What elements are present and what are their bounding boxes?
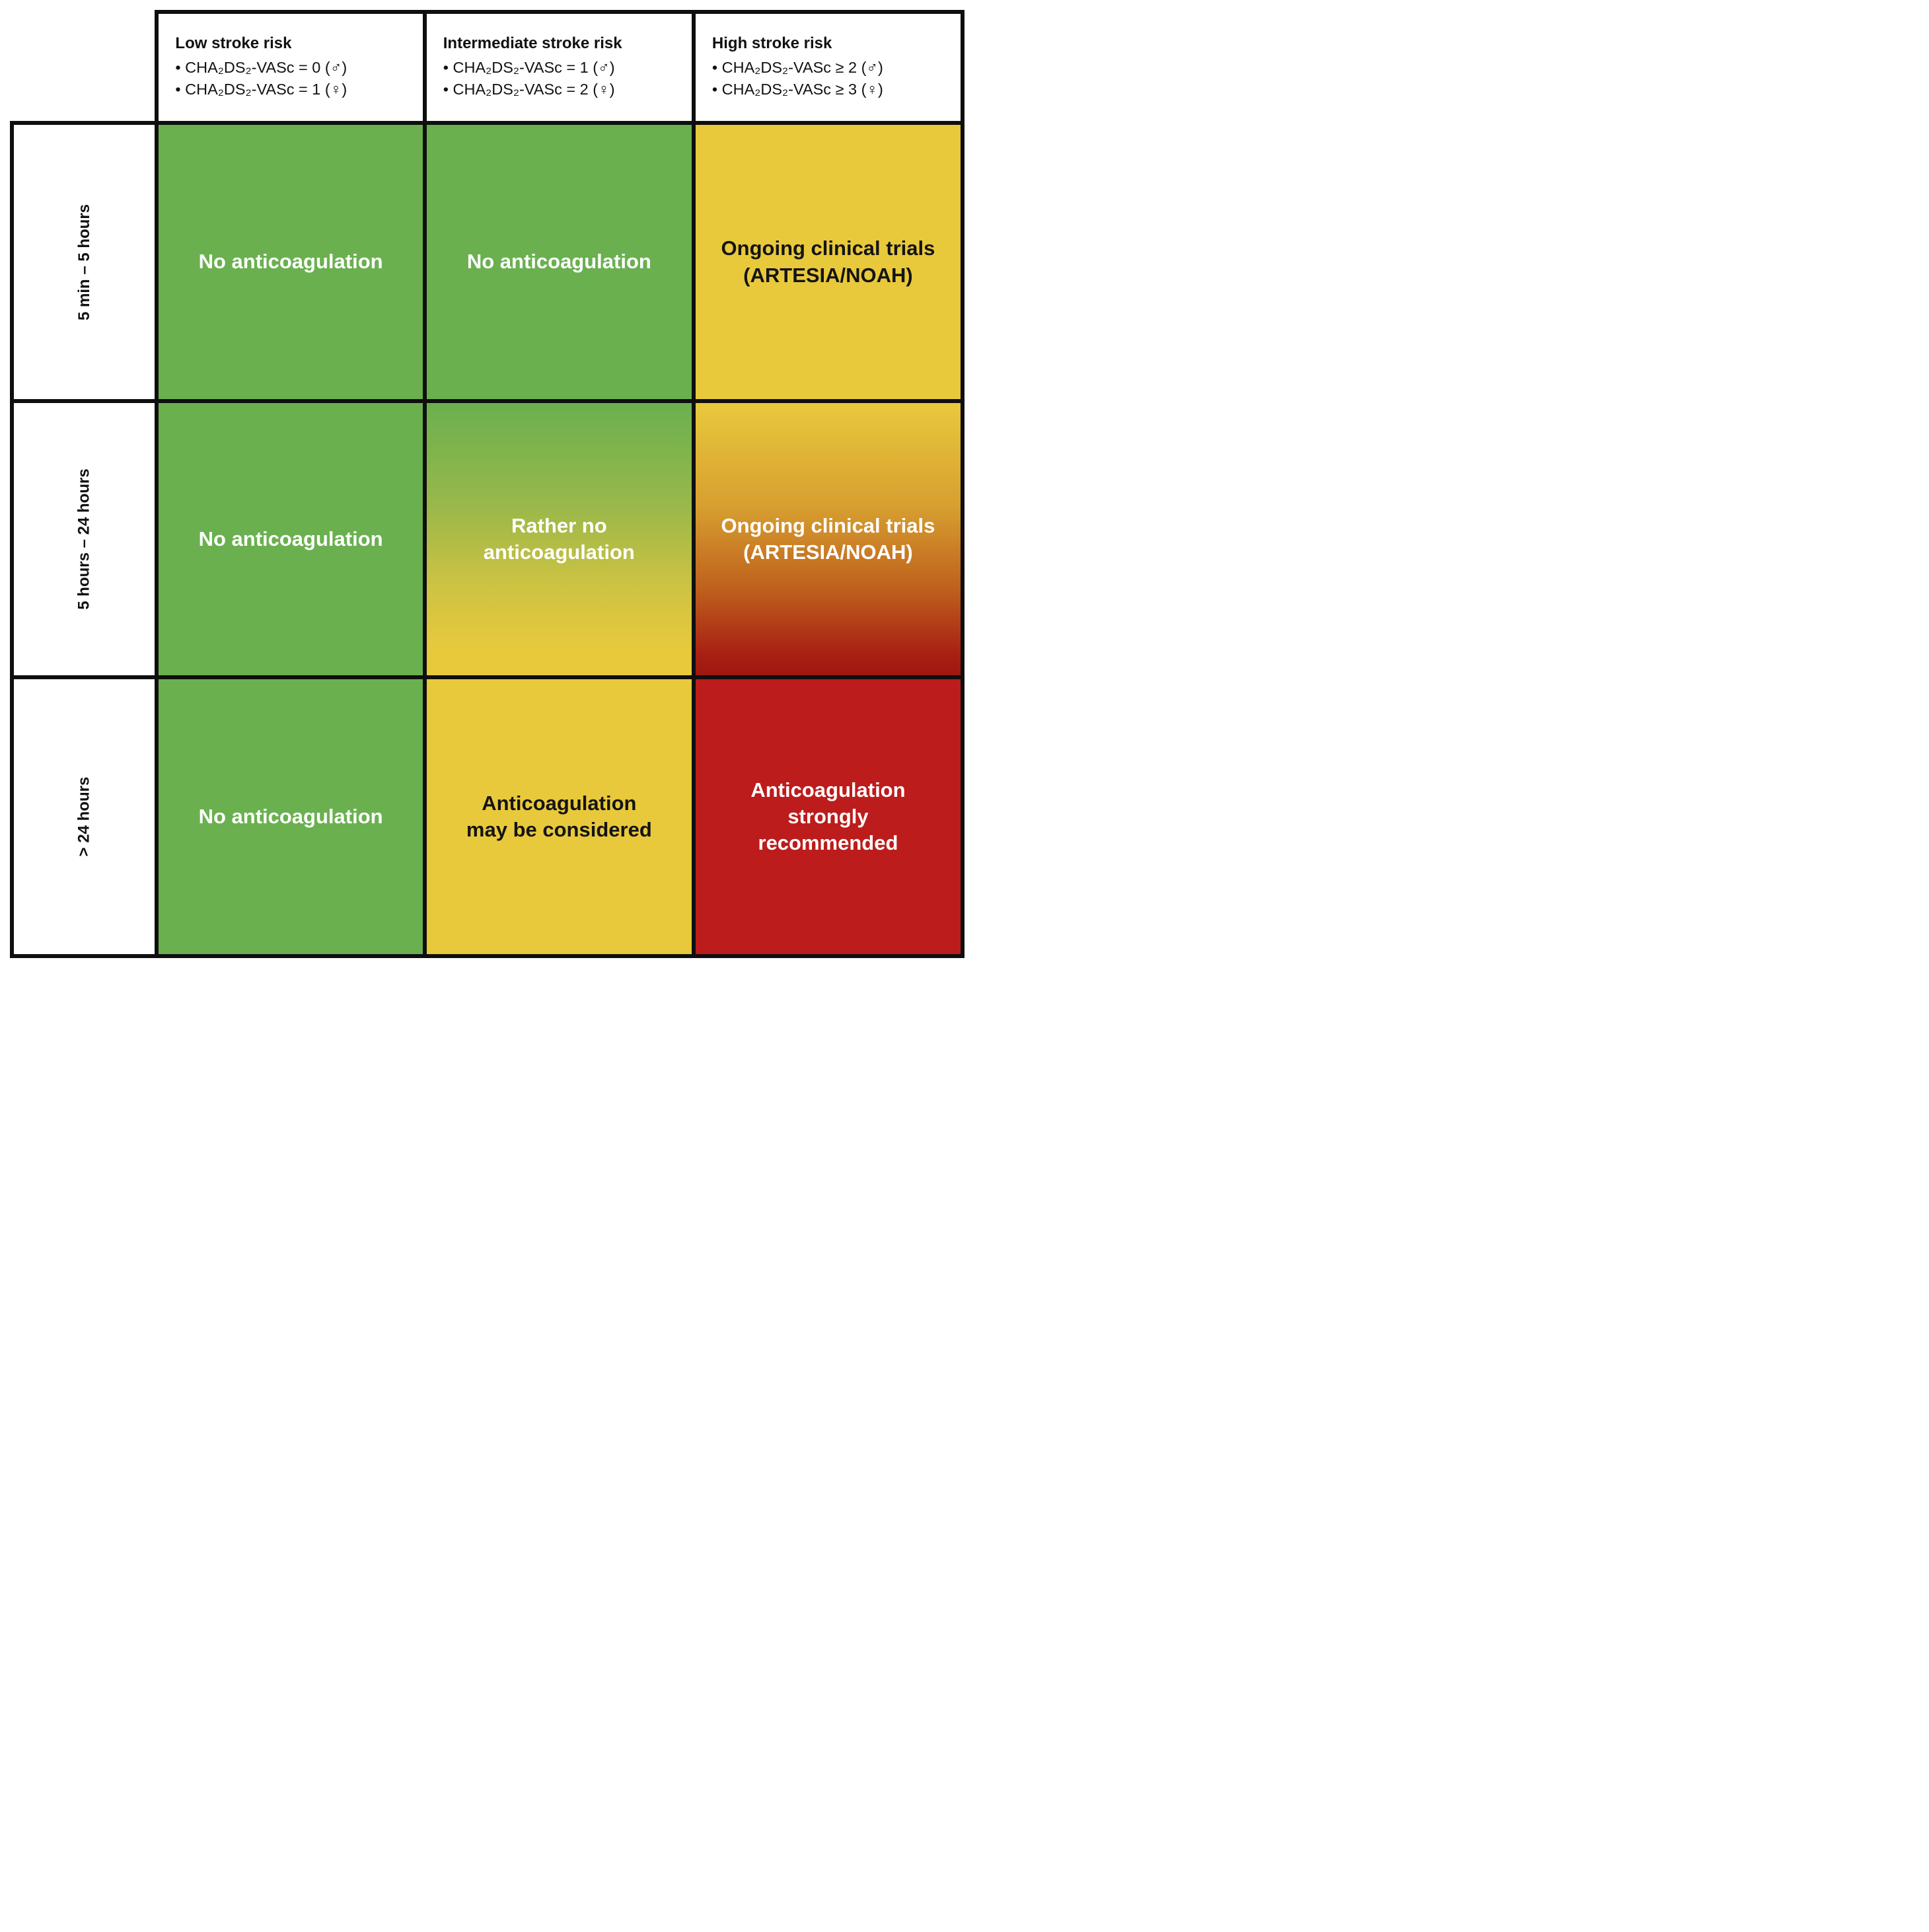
row-header-over-24hours: > 24 hours: [9, 675, 159, 958]
column-header-high-stroke-risk: High stroke risk • CHA₂DS₂-VASc ≥ 2 (♂) …: [691, 10, 965, 125]
column-criterion: • CHA₂DS₂-VASc = 1 (♀): [175, 81, 347, 98]
row-header-5hours-24hours: 5 hours – 24 hours: [9, 399, 159, 679]
column-criterion: • CHA₂DS₂-VASc = 1 (♂): [443, 59, 615, 77]
cell-5min-5h-high-risk: Ongoing clinical trials (ARTESIA/NOAH): [691, 121, 965, 403]
column-title: High stroke risk: [711, 34, 832, 53]
cell-over24h-high-risk: Anticoagulation strongly recommended: [691, 675, 965, 958]
column-criterion: • CHA₂DS₂-VASc = 2 (♀): [443, 81, 615, 98]
column-title: Low stroke risk: [175, 34, 292, 53]
cell-over24h-low-risk: No anticoagulation: [155, 675, 427, 958]
cell-over24h-intermediate-risk: Anticoagulation may be considered: [422, 675, 696, 958]
column-header-intermediate-stroke-risk: Intermediate stroke risk • CHA₂DS₂-VASc …: [422, 10, 696, 125]
column-criterion: • CHA₂DS₂-VASc ≥ 3 (♀): [711, 81, 883, 98]
column-header-low-stroke-risk: Low stroke risk • CHA₂DS₂-VASc = 0 (♂) •…: [155, 10, 427, 125]
cell-5h-24h-high-risk: Ongoing clinical trials (ARTESIA/NOAH): [691, 399, 965, 679]
cell-5h-24h-intermediate-risk: Rather no anticoagulation: [422, 399, 696, 679]
row-label: > 24 hours: [75, 776, 93, 857]
row-label: 5 hours – 24 hours: [75, 468, 93, 610]
empty-corner: [12, 12, 157, 123]
row-label: 5 min – 5 hours: [75, 204, 93, 320]
column-title: Intermediate stroke risk: [443, 34, 622, 53]
row-header-5min-5hours: 5 min – 5 hours: [9, 121, 159, 403]
cell-5min-5h-low-risk: No anticoagulation: [155, 121, 427, 403]
figure-page: Low stroke risk • CHA₂DS₂-VASc = 0 (♂) •…: [0, 0, 965, 966]
column-criterion: • CHA₂DS₂-VASc = 0 (♂): [175, 59, 347, 77]
cell-5h-24h-low-risk: No anticoagulation: [155, 399, 427, 679]
risk-duration-matrix: Low stroke risk • CHA₂DS₂-VASc = 0 (♂) •…: [9, 10, 965, 958]
cell-5min-5h-intermediate-risk: No anticoagulation: [422, 121, 696, 403]
column-criterion: • CHA₂DS₂-VASc ≥ 2 (♂): [711, 59, 883, 77]
